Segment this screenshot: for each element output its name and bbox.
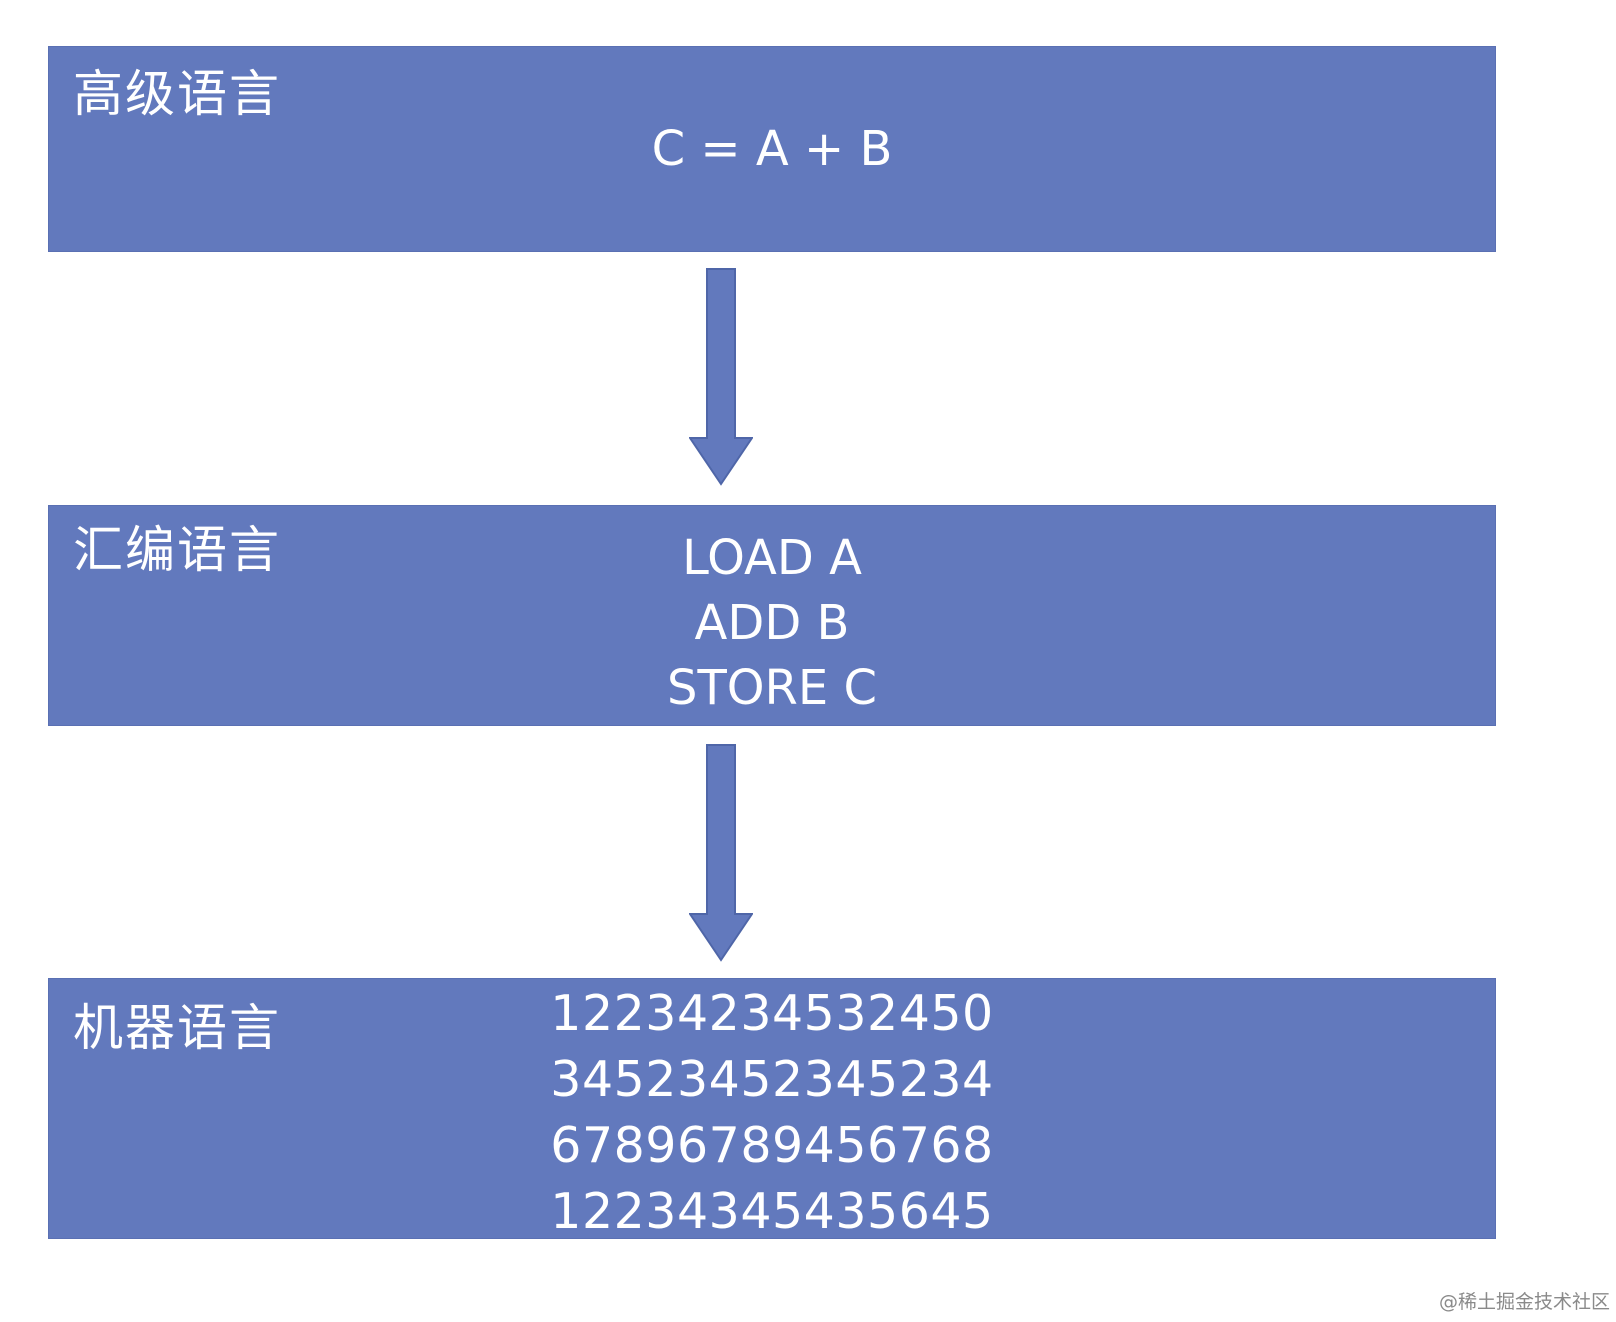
assembly-language-box: 汇编语言 LOAD A ADD B STORE C: [48, 505, 1496, 726]
machine-language-box: 机器语言 12234234532450 34523452345234 67896…: [48, 978, 1496, 1240]
code-line: STORE C: [666, 660, 878, 716]
code-line: 67896789456768: [550, 1117, 994, 1174]
code-line: 34523452345234: [550, 1051, 994, 1108]
machine-language-title: 机器语言: [73, 999, 281, 1057]
code-line: ADD B: [694, 595, 850, 651]
assembly-language-title: 汇编语言: [73, 521, 281, 579]
code-line: 12234345435645: [550, 1183, 994, 1240]
down-arrow-icon: [689, 744, 753, 962]
assembly-code: LOAD A ADD B STORE C: [49, 526, 1495, 721]
code-line: C = A + B: [651, 121, 893, 177]
watermark: @稀土掘金技术社区: [1438, 1291, 1610, 1313]
down-arrow-icon: [689, 268, 753, 486]
high-level-language-box: 高级语言 C = A + B: [48, 46, 1496, 252]
code-line: LOAD A: [682, 530, 862, 586]
high-level-code: C = A + B: [49, 119, 1495, 179]
code-line: 12234234532450: [550, 985, 994, 1042]
high-level-language-title: 高级语言: [73, 65, 281, 123]
machine-code: 12234234532450 34523452345234 6789678945…: [49, 981, 1495, 1245]
